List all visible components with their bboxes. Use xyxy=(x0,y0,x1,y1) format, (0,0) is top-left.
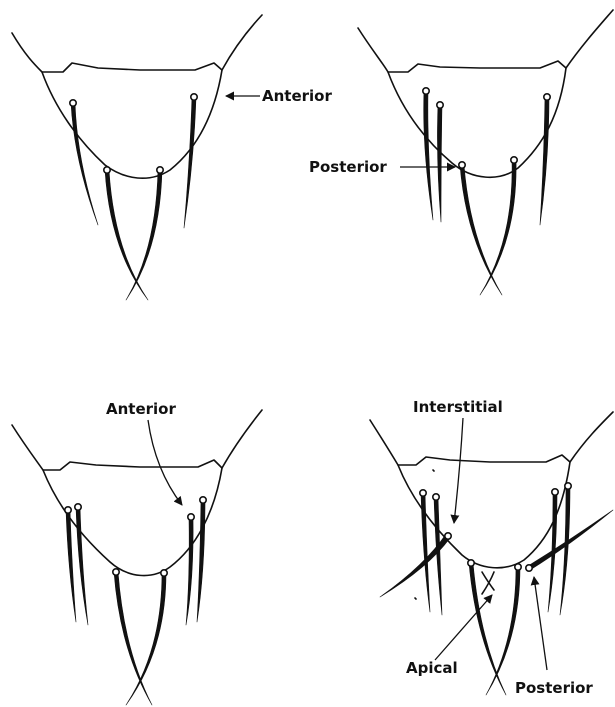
bristle xyxy=(114,572,152,705)
segment-outline xyxy=(12,15,262,72)
bristle-socket xyxy=(433,494,439,500)
segment-outline xyxy=(388,68,566,177)
bristle xyxy=(71,103,98,225)
anterior-leader-line xyxy=(148,420,182,505)
bristle xyxy=(76,507,88,625)
bristle xyxy=(480,160,516,295)
apical-label: Apical xyxy=(406,659,458,677)
bristle-socket xyxy=(70,100,76,106)
apical-bristle xyxy=(482,572,494,594)
bristle xyxy=(421,493,430,612)
posterior-label: Posterior xyxy=(309,158,387,176)
bristle xyxy=(437,105,442,222)
bristle xyxy=(424,91,433,220)
bristle xyxy=(460,165,502,295)
dust-speck xyxy=(433,470,434,471)
posterior-leader-line xyxy=(534,577,547,670)
bristle xyxy=(197,500,205,622)
bristle-socket xyxy=(188,514,194,520)
bristle-socket xyxy=(191,94,197,100)
bristle xyxy=(560,486,570,615)
bristle-socket xyxy=(459,162,465,168)
bristle xyxy=(540,97,549,225)
bristle xyxy=(186,517,193,625)
bristle-socket xyxy=(420,490,426,496)
bristle-socket xyxy=(104,167,110,173)
interstitial-bristle-socket xyxy=(526,565,532,571)
bristle xyxy=(126,170,162,300)
bristle-socket xyxy=(544,94,550,100)
posterior-label: Posterior xyxy=(515,679,593,697)
apical-leader-line xyxy=(435,595,492,660)
interstitial-bristle xyxy=(528,510,613,570)
anterior-label: Anterior xyxy=(106,400,176,418)
dust-speck xyxy=(415,598,416,599)
segment-outline xyxy=(358,10,613,72)
bristle-socket xyxy=(75,504,81,510)
bristle-socket xyxy=(515,564,521,570)
bristle-socket xyxy=(437,102,443,108)
interstitial-leader-line xyxy=(454,418,463,523)
bristle xyxy=(126,573,166,705)
panel-top-left: Anterior xyxy=(12,15,332,300)
bristle-socket xyxy=(552,489,558,495)
interstitial-label: Interstitial xyxy=(413,398,503,416)
panel-bottom-left: Anterior xyxy=(12,400,262,705)
segment-outline xyxy=(12,410,262,470)
bristle-socket xyxy=(157,167,163,173)
bristle-socket xyxy=(200,497,206,503)
bristle xyxy=(184,97,196,228)
interstitial-bristle-socket xyxy=(445,533,451,539)
panel-bottom-right: Interstitial Apical Posterior xyxy=(370,398,613,697)
bristle-socket xyxy=(113,569,119,575)
panel-top-right: Posterior xyxy=(309,10,613,295)
bristle xyxy=(434,497,442,615)
bristle-socket xyxy=(423,88,429,94)
bristle-socket xyxy=(161,570,167,576)
bristle xyxy=(469,563,506,695)
bristle-socket xyxy=(511,157,517,163)
anterior-label: Anterior xyxy=(262,87,332,105)
segment-outline xyxy=(370,412,613,465)
bristle xyxy=(105,170,148,300)
bristle-socket xyxy=(468,560,474,566)
bristle-socket xyxy=(65,507,71,513)
bristle xyxy=(66,510,76,622)
bristle-socket xyxy=(565,483,571,489)
